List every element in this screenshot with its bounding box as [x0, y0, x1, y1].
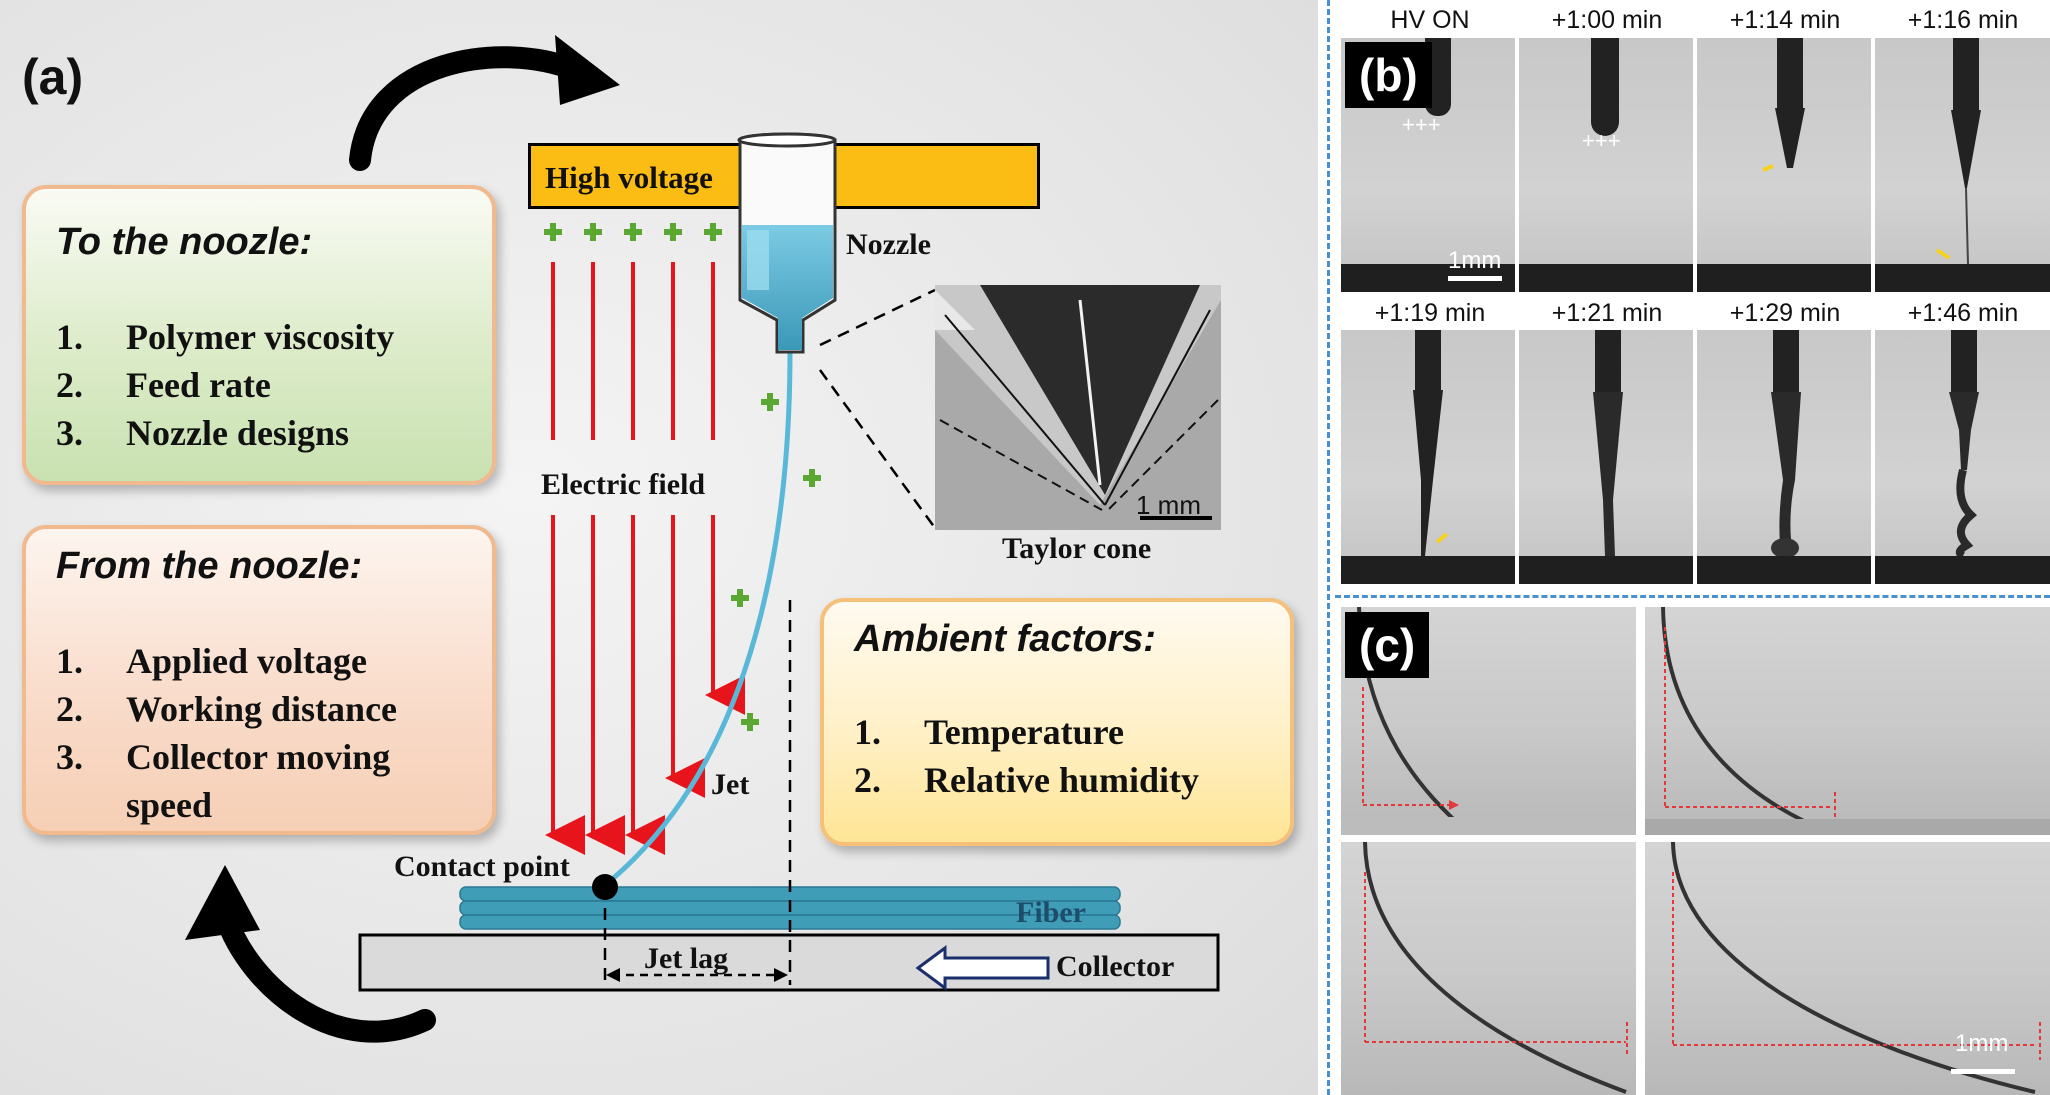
frame-image [1519, 38, 1693, 292]
panel-a-label: (a) [22, 49, 84, 105]
process-factor-item: 2.Working distance [56, 689, 398, 729]
process-factor-item: 3.Collector moving [56, 737, 391, 777]
jet-lag-frame [1341, 607, 1636, 835]
jet-lag-frame [1645, 607, 2050, 835]
frame-image [1875, 38, 2050, 292]
jet-lag-label: Jet lag [644, 942, 729, 975]
frame-image [1341, 330, 1515, 584]
nozzle-factors-box: To the noozle: 1.Polymer viscosity 2.Fee… [22, 185, 496, 485]
frame-time-label: +1:46 min [1907, 299, 2019, 327]
collector-direction-arrow [915, 945, 1050, 991]
frame-scale-bar [1448, 276, 1502, 281]
frame-time-label: +1:00 min [1551, 6, 1663, 34]
nozzle-factor-item: 2.Feed rate [56, 365, 271, 405]
taylor-cone-image [935, 285, 1221, 530]
frame-image [1875, 330, 2050, 584]
nozzle-label: Nozzle [846, 228, 931, 261]
panel-c-label: (c) [1345, 612, 1430, 678]
frame-time-label: +1:29 min [1729, 299, 1841, 327]
panel-divider-horizontal [1335, 595, 2050, 598]
electric-field-lines [545, 262, 745, 855]
process-factors-box: From the noozle: 1.Applied voltage 2.Wor… [22, 525, 496, 835]
nozzle-factors-title: To the noozle: [56, 221, 313, 263]
jet-lag-arrow [606, 968, 788, 982]
frame-image [1697, 38, 1871, 292]
process-factors-title: From the noozle: [56, 545, 363, 587]
electric-field-label: Electric field [541, 468, 706, 501]
jet-stream [603, 351, 793, 887]
charge-marks-label: +++ [1402, 112, 1441, 137]
frame-image [1519, 330, 1693, 584]
ambient-factor-item: 2.Relative humidity [854, 760, 1199, 800]
nozzle-factor-item: 1.Polymer viscosity [56, 317, 395, 357]
charge-signs [544, 223, 821, 731]
ambient-factor-item: 1.Temperature [854, 712, 1124, 752]
frame-image [1697, 330, 1871, 584]
nozzle-overlay [737, 132, 837, 354]
panel-divider-vertical [1327, 0, 1330, 1095]
panel-c-scale-label: 1mm [1955, 1030, 2009, 1057]
frame-time-label: +1:14 min [1729, 6, 1841, 34]
jet-lag-frame [1645, 842, 2050, 1095]
process-factor-item: 1.Applied voltage [56, 641, 368, 681]
jet-label: Jet [711, 768, 750, 801]
panel-b-label: (b) [1345, 42, 1432, 108]
inset-scale-label: 1 mm [1136, 490, 1201, 520]
process-factor-item-cont: speed [126, 785, 213, 825]
ambient-factors-title: Ambient factors: [854, 618, 1156, 660]
frame-time-label: +1:16 min [1907, 6, 2019, 34]
contact-point-dot [592, 874, 618, 900]
frame-time-label: +1:21 min [1551, 299, 1663, 327]
fiber-label: Fiber [1016, 896, 1086, 929]
frame-time-label: +1:19 min [1374, 299, 1486, 327]
cycle-arrow-top-icon [349, 35, 620, 171]
ambient-factors-box: Ambient factors: 1.Temperature 2.Relativ… [820, 598, 1294, 846]
charge-marks-label: +++ [1582, 128, 1621, 153]
contact-point-label: Contact point [394, 850, 570, 883]
nozzle-factor-item: 3.Nozzle designs [56, 413, 349, 453]
collector-label: Collector [1056, 950, 1175, 983]
taylor-cone-label: Taylor cone [1002, 532, 1152, 565]
cycle-arrow-bottom-icon [185, 865, 436, 1043]
frame-scale-label: 1mm [1448, 247, 1502, 274]
frame-time-label: HV ON [1390, 6, 1470, 34]
high-voltage-label: High voltage [545, 160, 713, 195]
jet-lag-frame [1341, 842, 1636, 1095]
